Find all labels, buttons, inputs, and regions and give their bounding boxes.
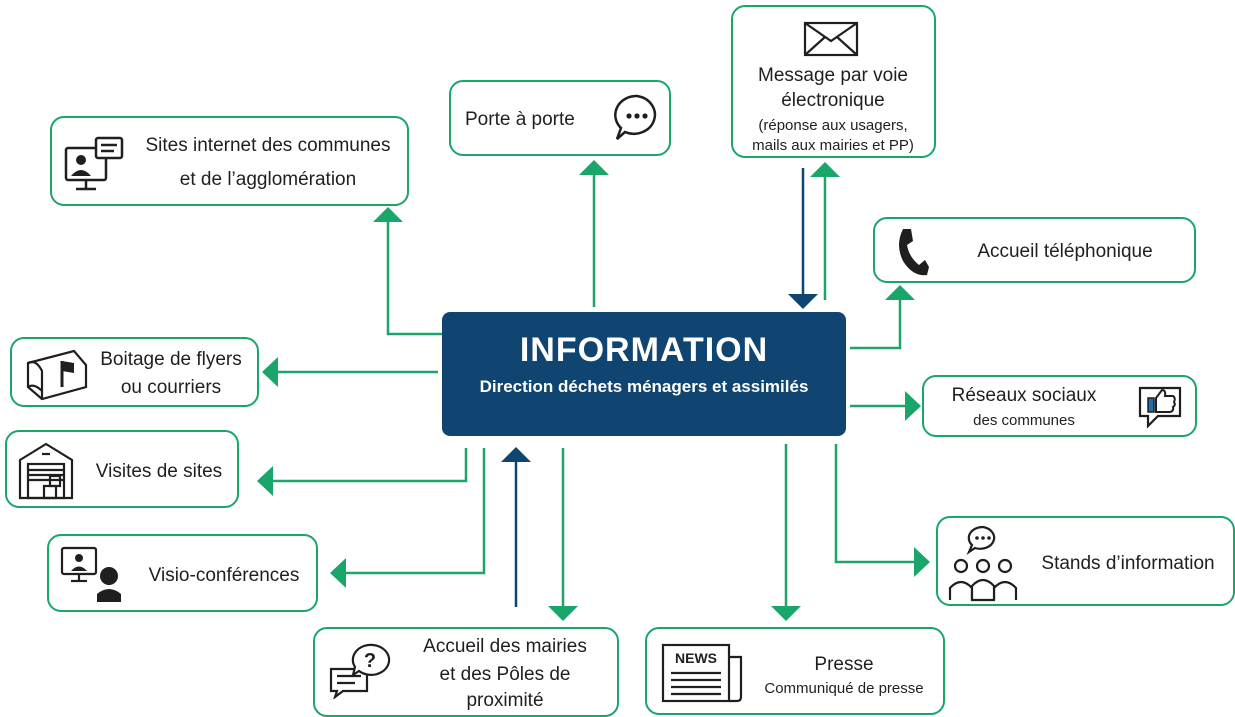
node-porte-a-porte: Porte à porte (449, 80, 671, 156)
envelope-icon (803, 21, 859, 57)
node-boitage-line2: ou courriers (120, 377, 222, 398)
node-accueil-mairies: ? Accueil des mairies et des Pôles de pr… (313, 627, 619, 717)
group-discussion-icon (948, 525, 1018, 602)
node-visites: Visites de sites (5, 430, 239, 508)
node-presse-sub: Communiqué de presse (764, 680, 924, 697)
arrowhead-accueil-telephonique (885, 285, 915, 300)
node-message-line1: Message par voie (758, 65, 908, 86)
news-label: NEWS (675, 650, 717, 666)
node-visites-label: Visites de sites (95, 461, 223, 482)
warehouse-icon (18, 442, 74, 500)
node-reseaux-sub: des communes (973, 412, 1075, 429)
node-stands: Stands d’information (936, 516, 1235, 606)
node-message-line4: mails aux mairies et PP) (752, 137, 914, 154)
node-visio: Visio-conférences (47, 534, 318, 612)
connector-visites (270, 448, 468, 483)
computer-user-icon (64, 136, 124, 191)
hub-title: INFORMATION (519, 331, 769, 369)
phone-icon (899, 229, 929, 276)
information-hub: INFORMATION Direction déchets ménagers e… (442, 312, 846, 436)
arrowhead-message-up (810, 162, 840, 177)
question-chat-icon: ? (329, 643, 391, 699)
arrowhead-porte-a-porte (579, 160, 609, 175)
video-conference-icon (60, 546, 121, 602)
node-porte-a-porte-label: Porte à porte (465, 109, 575, 130)
node-sites-internet-line1: Sites internet des communes (145, 135, 391, 156)
speech-bubble-icon (614, 94, 657, 140)
arrowhead-message-down (788, 294, 818, 309)
node-boitage-line1: Boitage de flyers (100, 349, 242, 370)
mailbox-icon (26, 349, 88, 401)
node-visio-label: Visio-conférences (148, 565, 300, 586)
node-reseaux-main: Réseaux sociaux (951, 385, 1097, 406)
thumbs-up-icon (1138, 386, 1182, 429)
node-accueil-mairies-line1: Accueil des mairies (423, 636, 587, 657)
node-sites-internet: Sites internet des communes et de l’aggl… (50, 116, 409, 206)
node-message: Message par voie électronique (réponse a… (731, 5, 936, 158)
node-message-line3: (réponse aux usagers, (758, 117, 908, 134)
arrowhead-stands (914, 547, 930, 577)
arrowhead-accueil-mairies (548, 606, 578, 621)
node-presse-main: Presse (814, 654, 874, 675)
connector-accueil-telephonique (850, 298, 902, 350)
arrowhead-boitage (262, 357, 278, 387)
node-accueil-mairies-line2: et des Pôles de (439, 664, 571, 685)
arrowhead-sites-internet (373, 207, 403, 222)
node-message-line2: électronique (781, 90, 885, 111)
connector-sites-internet (386, 218, 442, 336)
hub-subtitle: Direction déchets ménagers et assimilés (479, 377, 809, 396)
arrowhead-visites (257, 466, 273, 496)
node-sites-internet-line2: et de l’agglomération (179, 169, 357, 190)
connector-stands (834, 444, 916, 564)
node-reseaux-sociaux: Réseaux sociaux des communes (922, 375, 1197, 437)
arrowhead-mairies-up (501, 447, 531, 462)
connector-visio (343, 448, 486, 575)
node-accueil-telephonique: Accueil téléphonique (873, 217, 1196, 283)
arrowhead-presse (771, 606, 801, 621)
node-stands-label: Stands d’information (1041, 553, 1215, 574)
node-accueil-mairies-line3: proximité (466, 690, 544, 711)
newspaper-icon: NEWS (661, 643, 743, 703)
svg-text:?: ? (364, 650, 376, 672)
node-accueil-telephonique-label: Accueil téléphonique (977, 241, 1153, 262)
arrowhead-reseaux (905, 391, 921, 421)
node-presse: NEWS Presse Communiqué de presse (645, 627, 945, 715)
node-boitage: Boitage de flyers ou courriers (10, 337, 259, 407)
arrowhead-visio (330, 558, 346, 588)
